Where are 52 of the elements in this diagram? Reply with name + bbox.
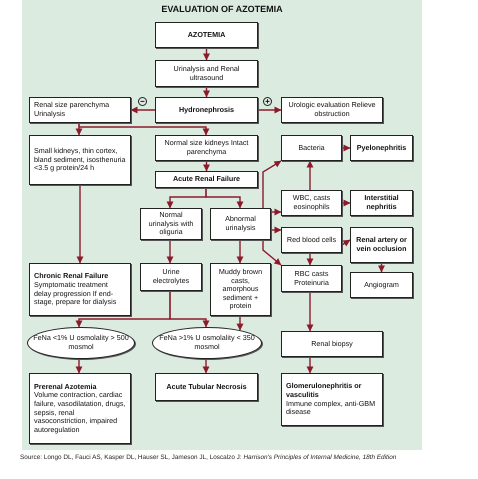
arrow [271,208,282,216]
process-box [155,60,258,87]
process-box [281,227,342,253]
arrow [169,291,210,328]
arrow [306,357,314,374]
process-box [155,97,258,123]
arrow [203,87,210,98]
arrow [203,48,210,60]
arrow [262,240,282,266]
arrow [78,123,210,136]
arrow [306,253,314,266]
arrow [203,161,210,172]
process-box [29,97,131,123]
arrow [236,240,244,264]
process-box [281,331,383,357]
arrow [342,200,350,206]
process-box [29,373,131,444]
process-box [350,135,413,161]
process-box [281,373,383,426]
arrow [378,263,385,272]
arrow [271,226,282,234]
diagram-title: EVALUATION OF AZOTEMIA [160,4,284,14]
arrow [76,359,82,374]
process-box [281,265,342,292]
arrow [205,188,244,208]
process-box [281,135,342,161]
arrow [166,240,174,264]
process-box [155,373,258,401]
process-box [29,135,131,185]
process-box [29,263,131,316]
process-box [210,263,271,316]
arrow [236,316,244,331]
arrow [306,292,314,332]
process-box [281,97,383,123]
process-box [155,22,258,48]
arrow [76,185,84,264]
process-box [155,171,258,188]
process-box [281,190,342,216]
process-box [210,208,271,240]
arrow [130,106,155,114]
process-box [140,208,202,240]
arrow [342,144,350,152]
process-box [350,227,413,263]
process-box [155,135,258,161]
arrow [262,160,282,208]
arrow [306,160,314,190]
arrow [202,359,210,374]
arrow [342,239,350,246]
process-box [350,190,413,216]
process-box [140,263,202,291]
arrow [258,106,282,114]
process-box [350,272,413,298]
